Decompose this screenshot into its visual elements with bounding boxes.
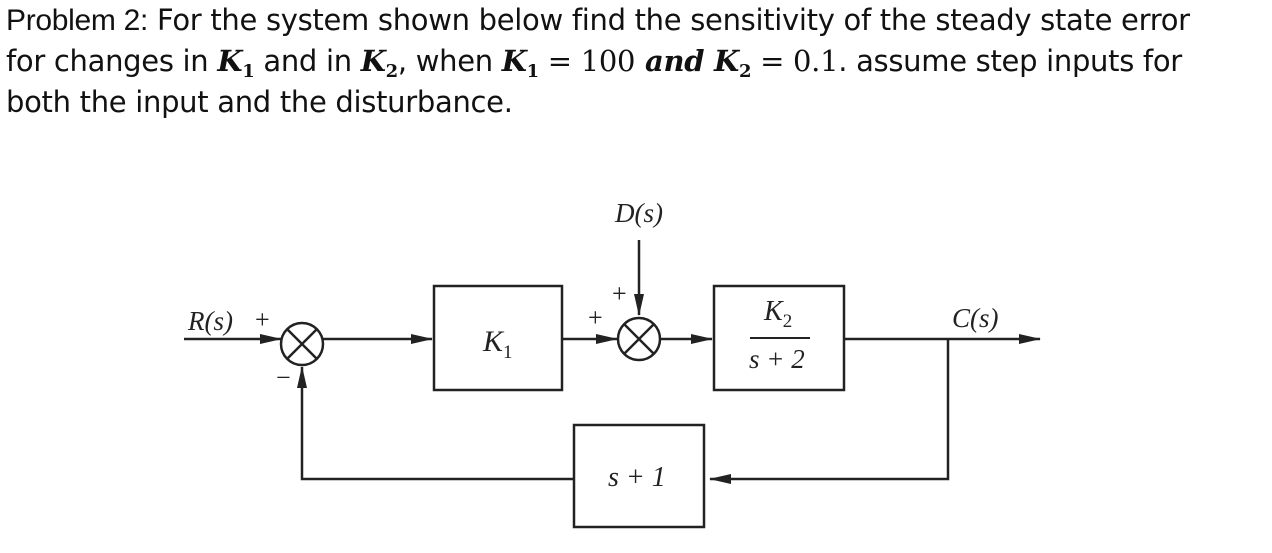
equals-sign: = xyxy=(538,44,581,78)
feedback-block xyxy=(572,423,706,529)
k1-block-label: K1 xyxy=(482,325,513,363)
problem-text: for changes in xyxy=(6,44,218,78)
and-word: and xyxy=(635,44,715,78)
equals-sign: = xyxy=(751,44,794,78)
problem-line-1: Problem 2: For the system shown below fi… xyxy=(6,0,1268,41)
forward-plus-sign: + xyxy=(588,303,603,332)
disturbance-label: D(s) xyxy=(614,198,663,228)
disturbance-plus-sign: + xyxy=(612,279,627,308)
feedback-block-label: s + 1 xyxy=(608,462,666,493)
plant-denominator: s + 2 xyxy=(749,344,805,374)
k1-value: 100 xyxy=(580,44,636,78)
feedback-minus-sign: − xyxy=(276,363,291,392)
problem-label: Problem 2: xyxy=(6,4,149,37)
k1-block xyxy=(432,284,564,392)
input-label: R(s) xyxy=(187,306,233,336)
plant-numerator: K2 xyxy=(763,296,792,332)
math-k2: K2 xyxy=(360,44,398,82)
problem-line-1-text: For the system shown below find the sens… xyxy=(148,3,1190,37)
summing-junction-2 xyxy=(616,316,662,362)
math-k1: K1 xyxy=(217,44,255,82)
feedback-return-line xyxy=(297,366,574,481)
math-k2-eq: K2 xyxy=(714,44,752,82)
problem-statement: Problem 2: For the system shown below fi… xyxy=(6,0,1268,123)
math-k1-eq: K1 xyxy=(501,44,539,82)
summing-junction-1 xyxy=(279,321,325,367)
problem-line-2: for changes in K1 and in K2, when K1 = 1… xyxy=(6,41,1268,82)
problem-line-3: both the input and the disturbance. xyxy=(6,85,513,119)
problem-text: . assume step inputs for xyxy=(838,44,1182,78)
input-plus-sign: + xyxy=(255,305,270,334)
k2-value: 0.1 xyxy=(793,44,839,78)
problem-text: and in xyxy=(254,44,361,78)
feedback-takeoff-line xyxy=(709,339,950,484)
problem-text: , when xyxy=(397,44,502,78)
output-label: C(s) xyxy=(952,303,999,333)
